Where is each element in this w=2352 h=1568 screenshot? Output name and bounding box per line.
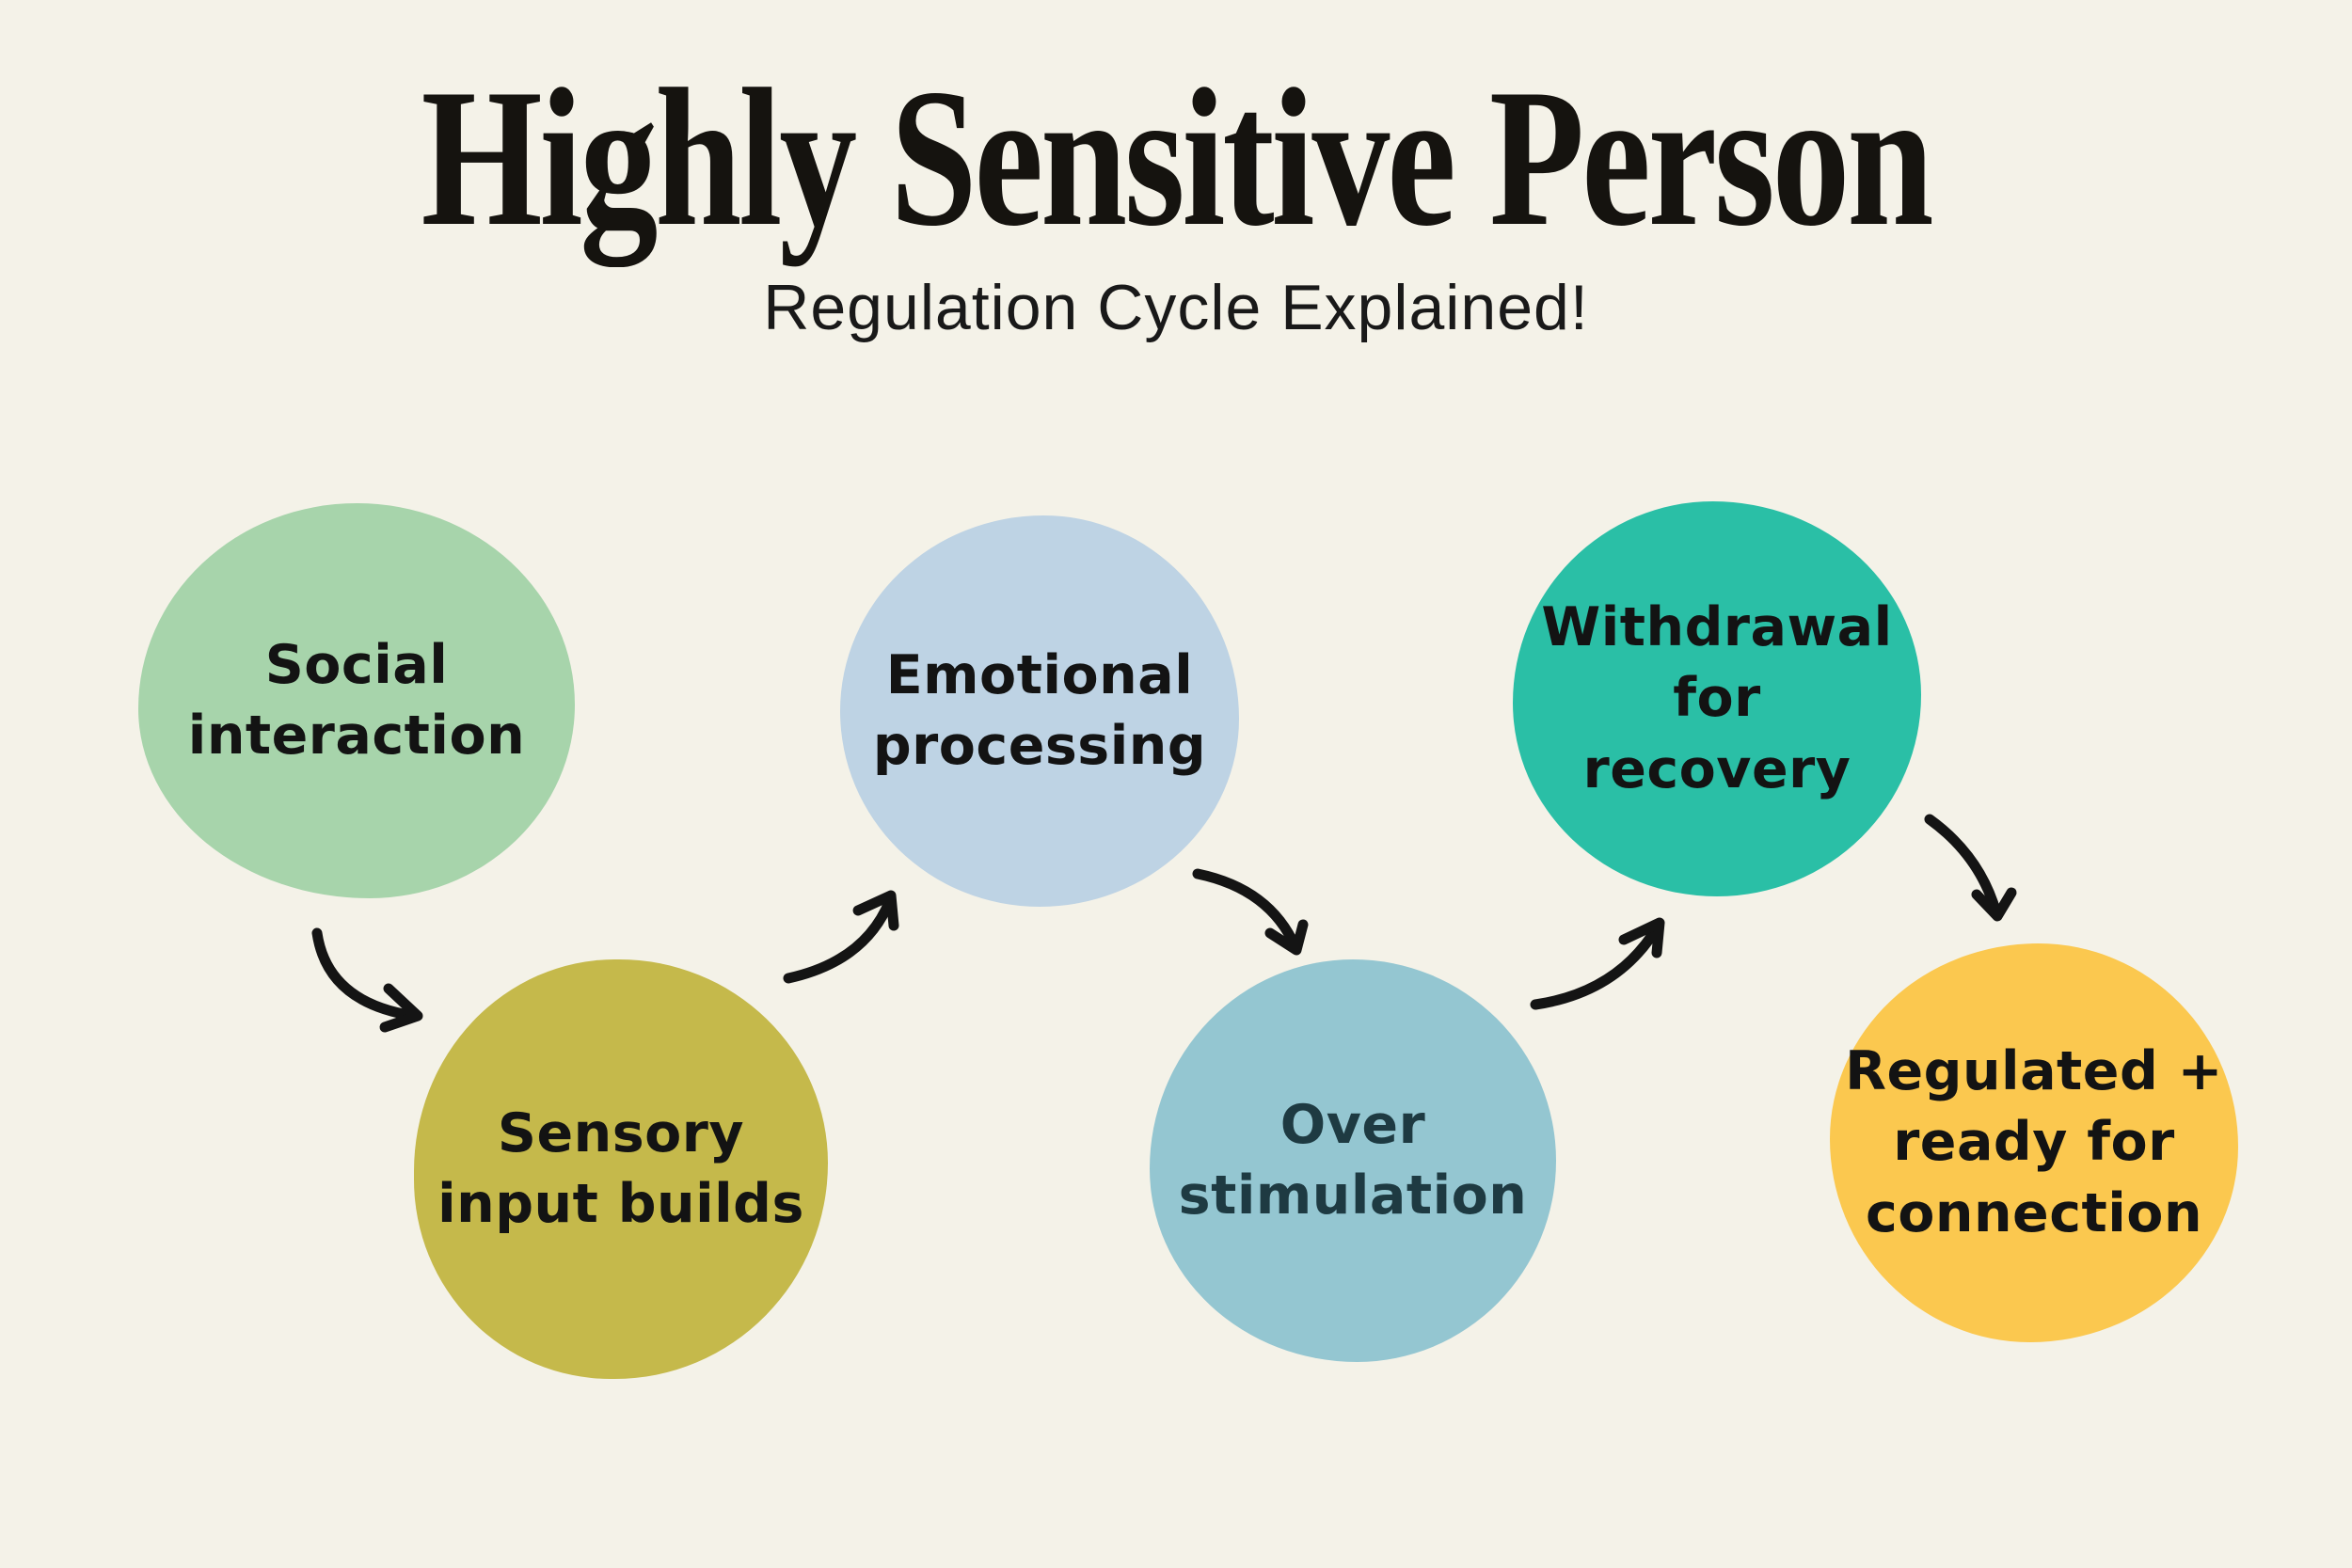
step-bubble-regulated-ready-for-connection: Regulated + ready for connection <box>1830 943 2238 1342</box>
step-bubble-sensory-input-builds: Sensory input builds <box>414 959 828 1379</box>
curved-arrow-icon-5 <box>1924 814 2017 922</box>
curved-arrow-icon-3 <box>1192 868 1309 956</box>
step-label: Regulated + ready for connection <box>1845 1040 2223 1244</box>
step-bubble-emotional-processing: Emotional processing <box>840 515 1239 907</box>
page-title: Highly Sensitive Person <box>421 49 1934 267</box>
curved-arrow-icon-2 <box>783 890 899 984</box>
step-bubble-social-interaction: Social interaction <box>138 503 575 898</box>
curved-arrow-icon-1 <box>311 927 423 1033</box>
step-label: Emotional processing <box>872 643 1207 777</box>
step-label: Sensory input builds <box>437 1101 804 1235</box>
step-bubble-over-stimulation: Over stimulation <box>1150 959 1556 1362</box>
curved-arrow-icon-4 <box>1530 917 1665 1010</box>
page-subtitle: Regulation Cycle Explained! <box>763 272 1589 343</box>
step-bubble-withdrawal-for-recovery: Withdrawal for recovery <box>1513 501 1921 896</box>
step-label: Withdrawal for recovery <box>1541 596 1893 800</box>
step-label: Over stimulation <box>1178 1093 1528 1227</box>
step-label: Social interaction <box>187 633 526 767</box>
